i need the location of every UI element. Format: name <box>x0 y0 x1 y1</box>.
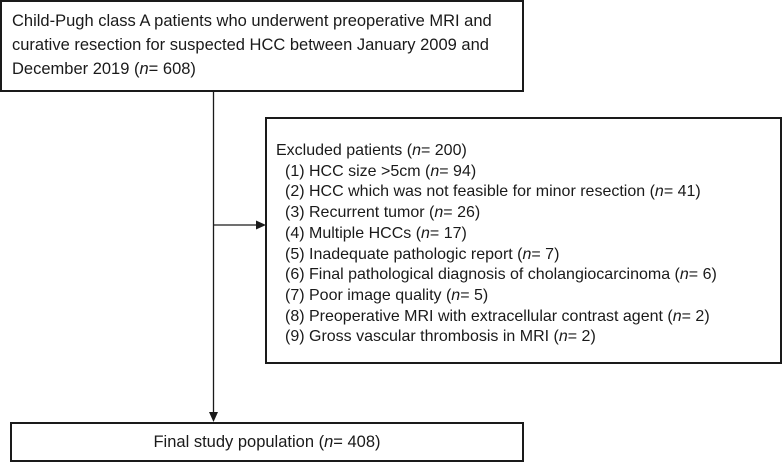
final-population-box: Final study population (n= 408) <box>10 422 524 462</box>
exclusion-item: (5) Inadequate pathologic report (n= 7) <box>285 245 560 263</box>
top-line-3: December 2019 (n= 608) <box>12 60 196 78</box>
excluded-title: Excluded patients (n= 200) <box>276 142 467 159</box>
arrowhead-right <box>256 220 266 230</box>
exclusion-item: (3) Recurrent tumor (n= 26) <box>285 204 481 222</box>
top-line-1: Child-Pugh class A patients who underwen… <box>12 12 492 30</box>
exclusion-item: (2) HCC which was not feasible for minor… <box>285 183 701 201</box>
eligible-patients-box: Child-Pugh class A patients who underwen… <box>0 0 524 92</box>
exclusion-item: (8) Preoperative MRI with extracellular … <box>285 307 710 325</box>
exclusion-item: (4) Multiple HCCs (n= 17) <box>285 224 467 242</box>
top-line-2: curative resection for suspected HCC bet… <box>12 36 489 54</box>
final-label: Final study population (n= 408) <box>153 433 381 451</box>
exclusion-item: (7) Poor image quality (n= 5) <box>285 286 489 304</box>
exclusion-item: (9) Gross vascular thrombosis in MRI (n=… <box>285 328 596 346</box>
exclusion-item: (6) Final pathological diagnosis of chol… <box>285 266 717 284</box>
exclusion-item: (1) HCC size >5cm (n= 94) <box>285 162 477 180</box>
arrowhead-down <box>209 412 218 422</box>
excluded-patients-box: Excluded patients (n= 200) (1) HCC size … <box>265 117 782 364</box>
